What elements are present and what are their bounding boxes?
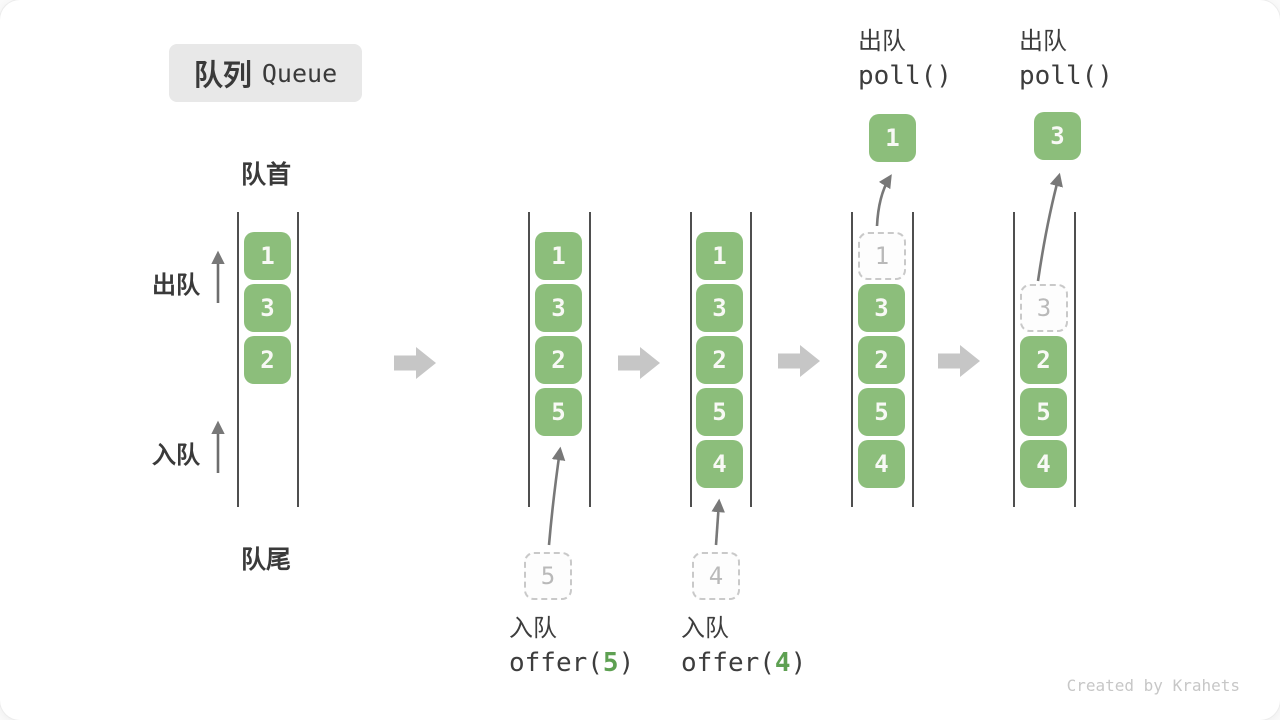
queue4-wall-left — [851, 212, 853, 507]
queue2-wall-left — [528, 212, 530, 507]
annotation-offer-4-code: offer(4) — [681, 650, 806, 676]
annotation-offer-5: 入队 offer(5) — [509, 615, 634, 677]
queue2-wall-right — [589, 212, 591, 507]
annotation-offer-5-code: offer(5) — [509, 650, 634, 676]
queue5-wall-right — [1074, 212, 1076, 507]
next-state-arrow-icon — [778, 345, 820, 377]
credit-text: Created by Krahets — [1066, 676, 1240, 695]
queue-cell: 2 — [535, 336, 582, 384]
queue-cell: 4 — [858, 440, 905, 488]
annotation-poll-1-label: 出队 — [858, 28, 906, 55]
queue4-wall-right — [912, 212, 914, 507]
queue-cell: 2 — [858, 336, 905, 384]
annotation-poll-1-code: poll() — [858, 61, 952, 91]
queue-cell: 1 — [244, 232, 291, 280]
queue-cell: 2 — [696, 336, 743, 384]
annotation-offer-5-label: 入队 — [509, 615, 557, 642]
label-queue-rear: 队尾 — [241, 546, 292, 574]
queue-cell: 3 — [696, 284, 743, 332]
next-state-arrow-icon — [938, 345, 980, 377]
next-state-arrow-icon — [618, 347, 660, 379]
title-badge: 队列 Queue — [169, 44, 362, 102]
annotation-offer-4: 入队 offer(4) — [681, 615, 806, 677]
code-arg: 4 — [774, 648, 791, 678]
code-open: offer( — [509, 648, 603, 678]
label-dequeue: 出队 — [152, 272, 200, 299]
queue-cell: 5 — [535, 388, 582, 436]
queue-cell: 4 — [1020, 440, 1067, 488]
title-en: Queue — [261, 58, 338, 88]
poll-result-cell: 3 — [1034, 112, 1081, 160]
poll-result-cell: 1 — [869, 114, 916, 162]
queue1-wall-right — [297, 212, 299, 507]
queue-cell: 3 — [535, 284, 582, 332]
staged-cell: 4 — [692, 552, 740, 600]
code-close: ) — [790, 648, 807, 678]
queue3-wall-left — [690, 212, 692, 507]
staged-cell: 5 — [524, 552, 572, 600]
queue3-wall-right — [750, 212, 752, 507]
title-zh: 队列 — [193, 60, 252, 92]
queue-cell: 2 — [244, 336, 291, 384]
queue-cell: 2 — [1020, 336, 1067, 384]
queue-cell: 3 — [858, 284, 905, 332]
queue-cell: 5 — [858, 388, 905, 436]
queue5-wall-left — [1013, 212, 1015, 507]
queue-cell: 1 — [696, 232, 743, 280]
queue-cell: 5 — [1020, 388, 1067, 436]
label-enqueue: 入队 — [152, 442, 200, 469]
offer-5-arrow-icon — [547, 446, 566, 546]
queue-cell: 5 — [696, 388, 743, 436]
annotation-poll-2-label: 出队 — [1019, 28, 1067, 55]
code-close: ) — [618, 648, 635, 678]
queue1-wall-left — [237, 212, 239, 507]
poll-3-arrow-icon — [1036, 172, 1063, 282]
code-open: offer( — [681, 648, 775, 678]
code-arg: 5 — [602, 648, 619, 678]
queue-cell-ghost: 3 — [1020, 284, 1068, 332]
queue-cell: 1 — [535, 232, 582, 280]
annotation-poll-2-code: poll() — [1019, 61, 1113, 91]
label-queue-front: 队首 — [241, 161, 292, 189]
poll-1-arrow-icon — [875, 174, 892, 227]
queue-cell: 4 — [696, 440, 743, 488]
queue-cell-ghost: 1 — [858, 232, 906, 280]
offer-4-arrow-icon — [711, 498, 725, 546]
annotation-poll-1: 出队 poll() — [858, 28, 952, 91]
next-state-arrow-icon — [394, 347, 436, 379]
queue-cell: 3 — [244, 284, 291, 332]
annotation-poll-2: 出队 poll() — [1019, 28, 1113, 91]
annotation-offer-4-label: 入队 — [681, 615, 729, 642]
